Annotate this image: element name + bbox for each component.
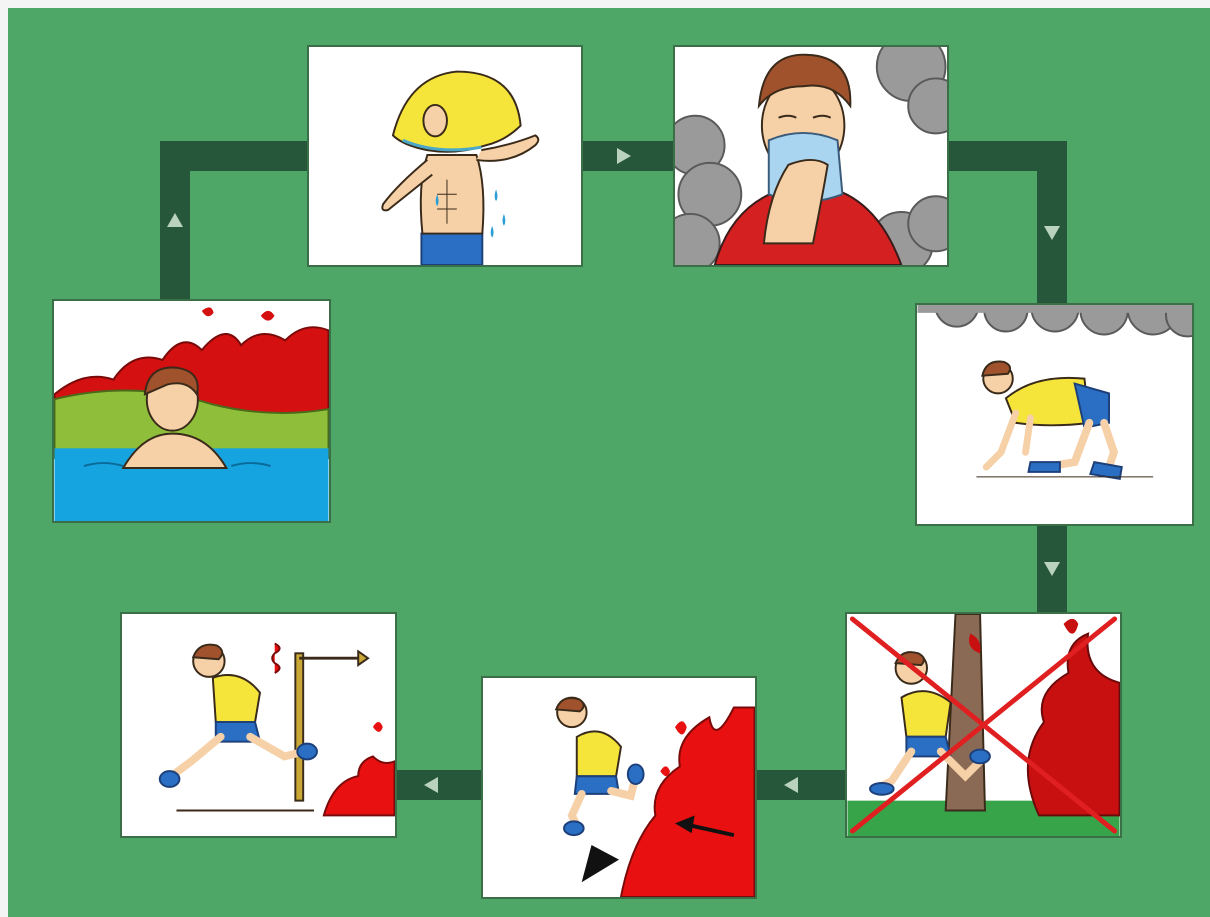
diagram-canvas xyxy=(8,8,1210,917)
wrong-direction-illustration xyxy=(847,614,1120,836)
cover-mouth-illustration xyxy=(675,47,947,265)
crouch-low-illustration xyxy=(917,305,1192,524)
connector-2-to-3 xyxy=(948,156,1052,304)
step-4-wrong-direction-panel xyxy=(845,612,1122,838)
step-7-shelter-in-water-panel xyxy=(52,299,331,523)
step-2-cover-mouth-panel xyxy=(673,45,949,267)
step-5-run-away-panel xyxy=(481,676,757,899)
wet-cloth-illustration xyxy=(309,47,581,265)
step-1-wet-cloth-panel xyxy=(307,45,583,267)
step-3-crouch-low-panel xyxy=(915,303,1194,526)
run-against-wind-illustration xyxy=(122,614,395,836)
step-6-run-against-wind-panel xyxy=(120,612,397,838)
arrow-down-left-icon xyxy=(582,845,619,882)
connector-7-to-1 xyxy=(175,156,308,300)
shelter-in-water-illustration xyxy=(54,301,329,521)
run-away-illustration xyxy=(483,678,755,897)
